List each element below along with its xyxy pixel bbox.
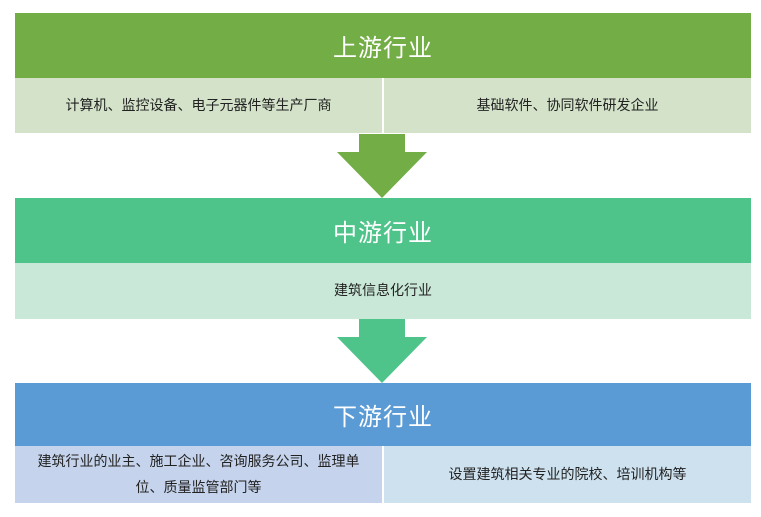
midstream-title: 中游行业 — [333, 219, 433, 247]
down-arrow-icon — [337, 319, 427, 383]
downstream-item-construction: 建筑行业的业主、施工企业、咨询服务公司、监理单位、质量监管部门等 — [15, 446, 382, 503]
upstream-item-software: 基础软件、协同软件研发企业 — [384, 78, 751, 133]
upstream-item-hardware: 计算机、监控设备、电子元器件等生产厂商 — [15, 78, 382, 133]
upstream-item-hardware-label: 计算机、监控设备、电子元器件等生产厂商 — [65, 97, 332, 114]
downstream-title: 下游行业 — [333, 403, 433, 431]
downstream-item-education: 设置建筑相关专业的院校、培训机构等 — [384, 446, 751, 503]
midstream-item: 建筑信息化行业 — [15, 263, 751, 319]
midstream-header: 中游行业 — [15, 198, 751, 263]
upstream-header: 上游行业 — [15, 13, 751, 78]
midstream-item-label: 建筑信息化行业 — [334, 283, 432, 299]
downstream-item-construction-label: 建筑行业的业主、施工企业、咨询服务公司、监理单位、质量监管部门等 — [37, 453, 360, 496]
upstream-title: 上游行业 — [333, 34, 433, 62]
downstream-header: 下游行业 — [15, 383, 751, 446]
downstream-item-education-label: 设置建筑相关专业的院校、培训机构等 — [448, 466, 687, 483]
upstream-item-software-label: 基础软件、协同软件研发企业 — [476, 97, 659, 114]
down-arrow-icon — [337, 134, 427, 198]
